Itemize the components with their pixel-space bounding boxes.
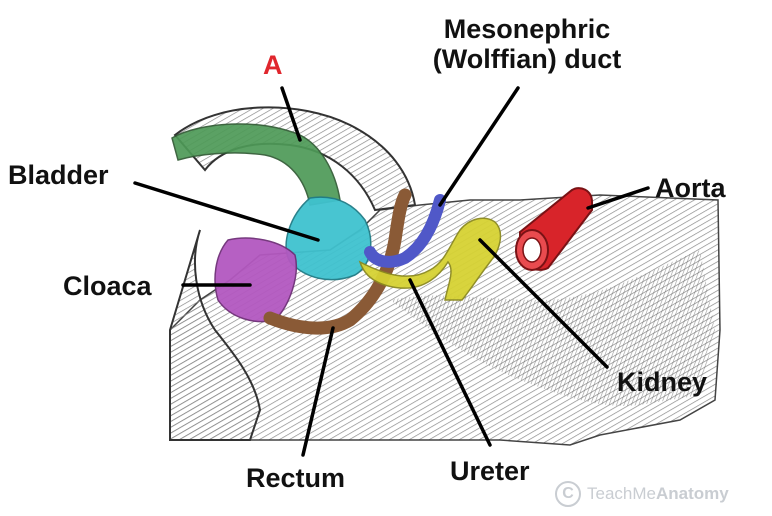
label-a: A xyxy=(263,50,283,80)
mesonephric-duct-structure xyxy=(364,194,446,268)
bladder-structure xyxy=(285,196,372,281)
aorta-structure xyxy=(515,187,593,271)
leader-line-aorta xyxy=(586,186,650,210)
copyright-logo-icon: C xyxy=(555,481,581,507)
label-cloaca: Cloaca xyxy=(63,271,152,301)
label-mesonephric-line2: (Wolffian) duct xyxy=(432,44,622,74)
watermark-brand: TeachMeAnatomy xyxy=(587,484,729,504)
left-body-fold xyxy=(169,229,262,441)
leader-line-rectum xyxy=(301,326,335,457)
leader-line-ureter xyxy=(408,278,492,447)
watermark: C TeachMeAnatomy xyxy=(555,480,729,508)
ureter-kidney-structure xyxy=(358,217,502,301)
label-mesonephric-duct: Mesonephric (Wolffian) duct xyxy=(402,14,652,74)
label-mesonephric-line1: Mesonephric xyxy=(443,14,611,44)
watermark-brand-regular: TeachMe xyxy=(587,484,656,503)
label-bladder: Bladder xyxy=(8,160,109,190)
mesenchyme-shading xyxy=(390,250,715,406)
cloaca-structure xyxy=(214,237,297,323)
rectum-structure xyxy=(263,188,412,335)
leader-line-bladder xyxy=(133,181,320,242)
watermark-brand-bold: Anatomy xyxy=(655,484,729,503)
leader-line-kidney xyxy=(478,238,609,369)
label-kidney: Kidney xyxy=(617,367,708,397)
leader-line-a xyxy=(280,86,302,142)
label-aorta: Aorta xyxy=(655,173,726,203)
leader-line-mesonephric xyxy=(438,86,520,207)
label-ureter: Ureter xyxy=(450,456,530,486)
label-rectum: Rectum xyxy=(246,463,346,493)
leader-lines xyxy=(133,86,650,457)
